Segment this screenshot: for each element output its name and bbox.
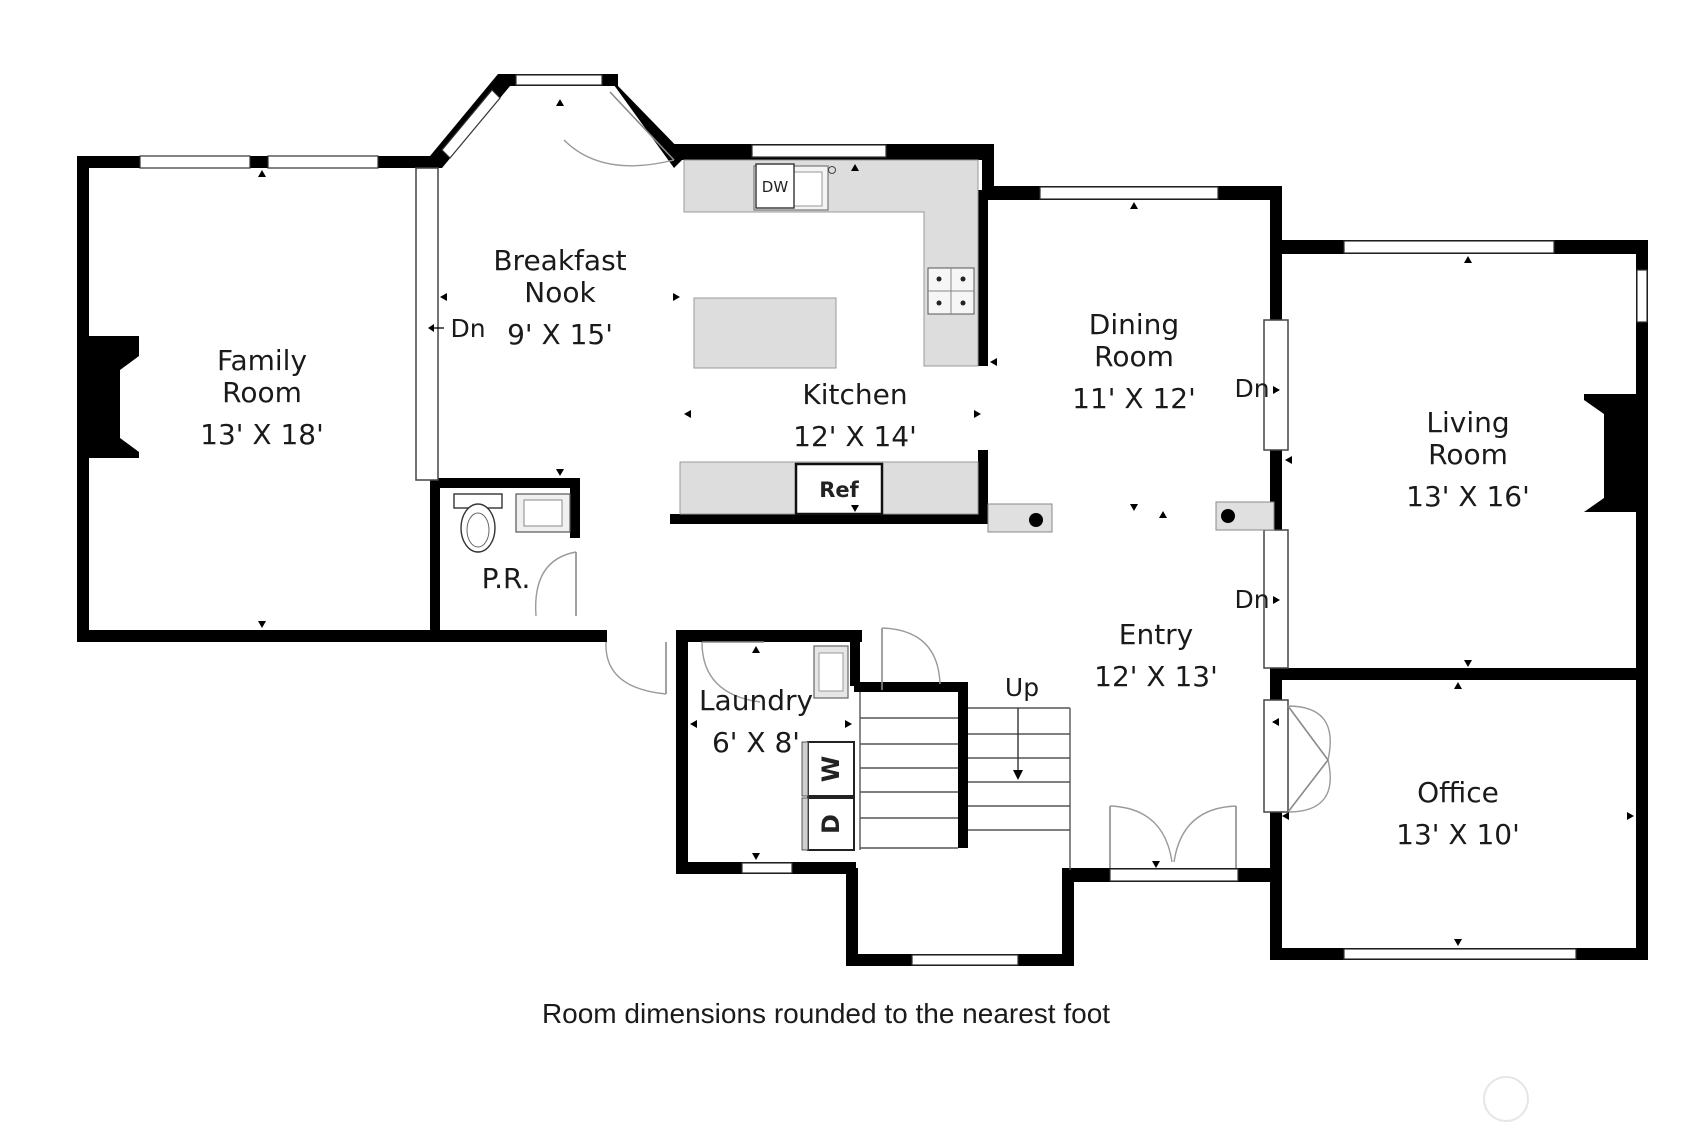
family-window-left	[139, 155, 251, 169]
family-room-name-line2: Room	[222, 376, 302, 409]
fireplaces: FP FP	[89, 336, 1636, 512]
closet-door	[881, 627, 941, 690]
family-exterior-door	[605, 641, 667, 695]
entry-name: Entry	[1119, 618, 1194, 651]
entry: Entry 12' X 13'	[1094, 618, 1218, 693]
kitchen-name: Kitchen	[802, 378, 907, 411]
kitchen-window	[751, 144, 887, 158]
stairs-down-flight	[859, 692, 958, 850]
office-window	[1343, 948, 1577, 960]
washer-label: W	[817, 756, 845, 782]
living-side-window	[1636, 269, 1648, 323]
dryer: D	[801, 797, 855, 851]
stairs-up-label: Up	[1005, 673, 1039, 702]
office: Office 13' X 10'	[1396, 776, 1520, 851]
dryer-label: D	[817, 814, 845, 834]
laundry-dims: 6' X 8'	[712, 726, 800, 759]
windows	[139, 74, 1648, 966]
breakfast-nook-name-line2: Nook	[524, 276, 596, 309]
kitchen-dims: 12' X 14'	[793, 420, 917, 453]
laundry-window	[741, 862, 793, 874]
laundry-fixtures: W D	[801, 645, 855, 851]
nook-down-label: Dn	[450, 314, 485, 343]
office-name: Office	[1417, 776, 1499, 809]
breakfast-nook-dims: 9' X 15'	[507, 318, 613, 351]
breakfast-nook-name-line1: Breakfast	[493, 244, 626, 277]
dining-room-dims: 11' X 12'	[1072, 382, 1196, 415]
laundry-name: Laundry	[699, 684, 813, 717]
family-fireplace-label: FP	[119, 386, 139, 406]
kitchen-upper-counter	[683, 159, 979, 367]
living-fireplace-label: FP	[1583, 444, 1603, 464]
laundry: Laundry 6' X 8'	[699, 684, 813, 759]
family-room-dims: 13' X 18'	[200, 418, 324, 451]
laundry-door	[701, 641, 764, 703]
dimensions-footnote: Room dimensions rounded to the nearest f…	[542, 998, 1110, 1029]
nook-bay-window	[515, 74, 603, 86]
entry-door-threshold	[1109, 868, 1239, 882]
refrigerator: Ref	[794, 462, 884, 516]
entry-dims: 12' X 13'	[1094, 660, 1218, 693]
measurement-markers	[258, 99, 1634, 946]
refrigerator-label: Ref	[819, 478, 859, 502]
dining-room-name-line2: Room	[1094, 340, 1174, 373]
kitchen-fixtures: DW Ref	[679, 159, 1275, 533]
dishwasher: DW	[755, 163, 795, 209]
doors	[534, 91, 1331, 868]
living-room-name-line1: Living	[1426, 406, 1509, 439]
family-room-name-line1: Family	[217, 344, 307, 377]
breakfast-nook: Breakfast Nook 9' X 15'	[493, 244, 626, 351]
living-fireplace-icon	[1584, 394, 1636, 512]
direction-tags: Dn Dn Dn Up	[450, 314, 1269, 702]
dishwasher-label: DW	[762, 178, 789, 196]
powder-room: P.R.	[482, 562, 531, 595]
dining-room-name-line1: Dining	[1089, 308, 1179, 341]
powder-room-fixtures	[453, 493, 571, 553]
watermark-circle-icon	[1483, 1076, 1529, 1122]
kitchen-island	[693, 297, 837, 369]
office-dims: 13' X 10'	[1396, 818, 1520, 851]
stairs	[859, 692, 1071, 870]
living-window	[1343, 240, 1555, 254]
living-room: Living Room 13' X 16'	[1406, 406, 1530, 513]
powder-room-door	[534, 551, 577, 617]
stair-window	[911, 954, 1019, 966]
living-room-dims: 13' X 16'	[1406, 480, 1530, 513]
stairs-up-flight	[968, 707, 1071, 870]
family-fireplace-icon	[89, 336, 139, 458]
living-room-name-line2: Room	[1428, 438, 1508, 471]
washer: W	[801, 741, 855, 797]
office-french-door	[1287, 705, 1331, 813]
nook-exterior-door	[563, 91, 675, 167]
toilet-bowl-icon	[460, 503, 496, 553]
family-window-right	[267, 155, 379, 169]
entry-double-door	[1109, 805, 1237, 868]
powder-room-name: P.R.	[482, 562, 531, 595]
entry-down-label: Dn	[1234, 585, 1269, 614]
dining-room: Dining Room 11' X 12'	[1072, 308, 1196, 415]
dining-window	[1039, 186, 1219, 200]
room-labels: Family Room 13' X 18' Breakfast Nook 9' …	[200, 244, 1530, 851]
family-room: Family Room 13' X 18'	[200, 344, 324, 451]
stove-burner-icon	[927, 267, 975, 315]
nook-bay-window-left	[441, 89, 501, 159]
dining-down-label: Dn	[1234, 374, 1269, 403]
kitchen: Kitchen 12' X 14'	[793, 378, 917, 453]
